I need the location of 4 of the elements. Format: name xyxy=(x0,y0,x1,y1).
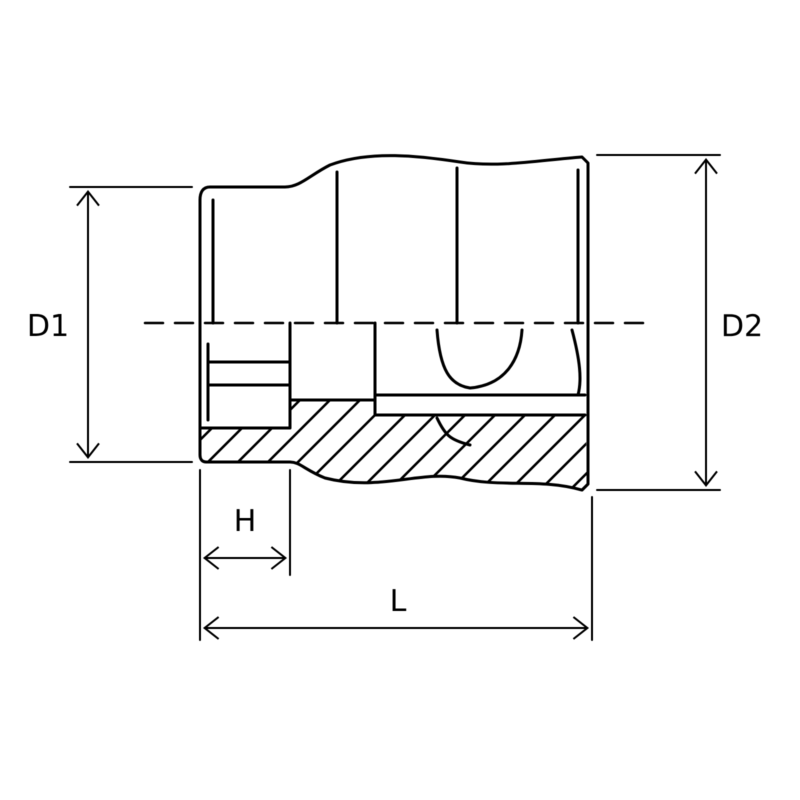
dimension-label: L xyxy=(392,589,406,611)
dimension-label: D2 xyxy=(724,314,760,336)
dimension-label: D1 xyxy=(30,314,66,336)
dimension-label: H xyxy=(236,509,254,531)
